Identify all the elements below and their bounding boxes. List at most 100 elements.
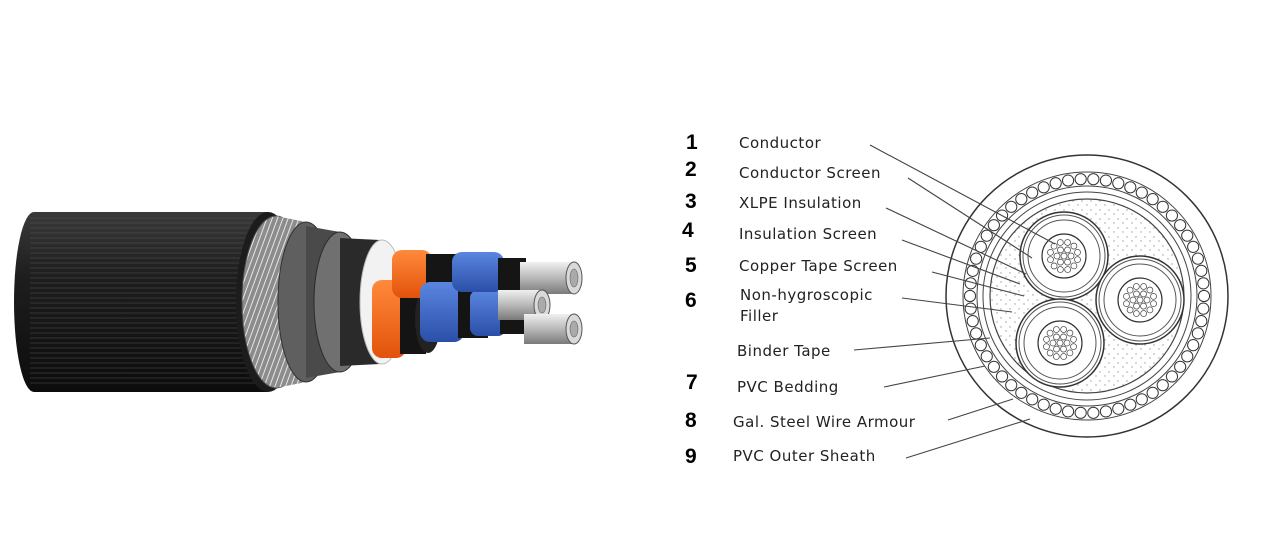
conductor-strand xyxy=(1123,293,1130,300)
conductor-strand xyxy=(1057,266,1064,273)
armour-wire xyxy=(1087,406,1100,419)
leader-line-1 xyxy=(869,144,1056,245)
conductor-strand xyxy=(1067,252,1075,260)
armour-wire xyxy=(1061,174,1075,187)
conductor-strand xyxy=(1126,306,1134,314)
armour-wire xyxy=(1015,386,1028,399)
leader-lines xyxy=(853,144,1056,459)
conductor-strand xyxy=(1070,335,1077,343)
armour-wire xyxy=(987,360,1000,373)
conductor-strand xyxy=(1074,248,1081,256)
armour-wire xyxy=(1156,200,1169,213)
conductor-strand xyxy=(1053,353,1060,360)
conductor-strand xyxy=(1064,239,1071,246)
armour-wire xyxy=(1191,327,1204,340)
armour-wire xyxy=(1074,406,1087,419)
label-number-7: 7 xyxy=(686,371,698,394)
conductor-strand xyxy=(1053,345,1060,353)
label-xlpe-insulation: XLPE Insulation xyxy=(739,194,862,212)
label-number-9: 9 xyxy=(685,445,697,468)
label-filler: Filler xyxy=(740,307,779,325)
armour-wire xyxy=(1146,386,1159,399)
cable-cross-section xyxy=(945,154,1229,438)
armour-wire xyxy=(1037,398,1050,411)
armour-wires xyxy=(963,173,1211,419)
armour-wire xyxy=(995,370,1009,383)
leader-line-6 xyxy=(901,297,1013,313)
core-2 xyxy=(1095,255,1185,345)
conductor-strand xyxy=(1056,339,1064,347)
conductor-strand xyxy=(1060,345,1067,353)
armour-wire xyxy=(1049,177,1062,190)
armour-wire xyxy=(1026,186,1039,199)
armour-wire xyxy=(1061,405,1075,418)
conductor-strand xyxy=(1074,256,1081,263)
conductor-strand xyxy=(1047,249,1054,256)
conductor-strand xyxy=(1060,333,1067,341)
label-binder-tape: Binder Tape xyxy=(737,342,831,360)
armour-wire xyxy=(980,350,993,363)
conductor-strand xyxy=(1066,349,1074,357)
conductor-strand xyxy=(1146,286,1154,294)
armour-wire xyxy=(1026,393,1039,406)
conductor-strand xyxy=(1060,252,1068,260)
conductor-strand xyxy=(1060,353,1068,360)
armour-wire xyxy=(964,302,977,315)
armour-wire xyxy=(1015,193,1028,206)
armour-wire xyxy=(1187,339,1200,352)
leader-line-8 xyxy=(947,398,1014,421)
armour-wire xyxy=(1124,398,1137,411)
core-blue-upper xyxy=(452,252,526,292)
armour-wire xyxy=(1174,360,1187,373)
conductor-strand xyxy=(1053,333,1060,341)
leader-line-2 xyxy=(907,177,1033,259)
armour-wire xyxy=(1197,302,1210,315)
leader-line-5 xyxy=(931,271,1025,297)
labels: 1 Conductor 2 Conductor Screen 3 XLPE In… xyxy=(682,131,916,468)
conductor-strand xyxy=(1140,302,1147,310)
armour-wire xyxy=(1181,350,1194,363)
conductor-strand xyxy=(1133,302,1140,310)
conductor-strand xyxy=(1133,310,1140,317)
conductor-strand xyxy=(1057,258,1064,266)
armour-wire xyxy=(1074,173,1087,186)
conductor-strand xyxy=(1140,310,1148,317)
armour-wire xyxy=(1191,252,1204,265)
conductor-strand xyxy=(1052,326,1060,333)
armour-wire xyxy=(1112,177,1125,190)
armour-wire xyxy=(1099,405,1113,418)
conductor-strand xyxy=(1043,343,1050,351)
armour-wire xyxy=(1195,264,1208,277)
conductor-strand xyxy=(1070,262,1078,270)
armour-wire xyxy=(1146,193,1159,206)
conductor-strand xyxy=(1053,252,1061,260)
armour-wire xyxy=(1156,379,1169,392)
conductor-strand xyxy=(1043,336,1050,343)
conductor-strand xyxy=(1146,306,1154,314)
conductor-strand xyxy=(1046,349,1054,357)
armour-wire xyxy=(1165,209,1179,222)
conductor-strand xyxy=(1123,300,1130,308)
cable-cutaway-illustration xyxy=(14,212,583,392)
leader-line-4 xyxy=(901,239,1021,285)
conductor-strand xyxy=(1140,283,1147,290)
core-1 xyxy=(1019,211,1109,301)
label-copper-tape-screen: Copper Tape Screen xyxy=(739,257,898,275)
conductor-strand xyxy=(1133,290,1140,298)
armour-wire xyxy=(1124,181,1137,194)
core-3 xyxy=(1015,298,1105,388)
armour-wire xyxy=(1197,277,1210,290)
armour-wire xyxy=(1187,240,1200,253)
armour-wire xyxy=(1174,219,1187,232)
label-pvc-bedding: PVC Bedding xyxy=(737,378,839,396)
conductor-strand xyxy=(1129,296,1137,304)
armour-wire xyxy=(1165,370,1179,383)
label-insulation-screen: Insulation Screen xyxy=(739,225,877,243)
cores xyxy=(1015,211,1185,388)
armour-wire xyxy=(1049,402,1062,415)
conductor-top xyxy=(520,261,583,295)
conductor-strand xyxy=(1150,300,1157,307)
label-gal-steel-wire-armour: Gal. Steel Wire Armour xyxy=(733,413,916,431)
label-number-8: 8 xyxy=(685,409,697,432)
